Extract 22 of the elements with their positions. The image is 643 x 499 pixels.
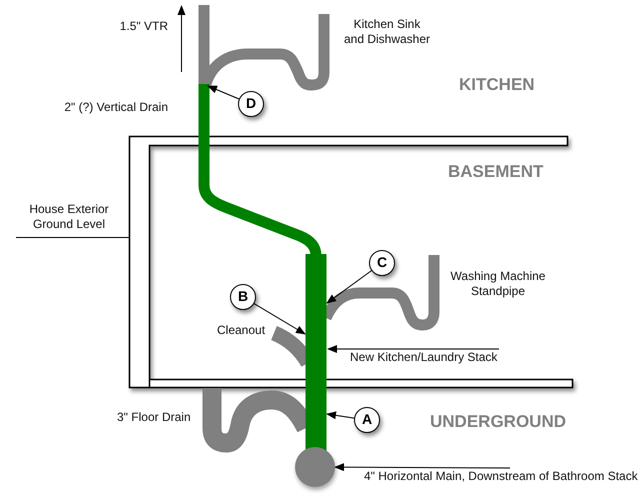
room-heading: UNDERGROUND: [430, 412, 566, 432]
leader-arrow: [207, 86, 240, 100]
ground-level-label: House Exterior Ground Level: [28, 202, 110, 232]
leader-arrow: [254, 303, 306, 334]
room-heading: BASEMENT: [448, 162, 544, 182]
room-heading: KITCHEN: [459, 75, 535, 95]
floor-drain-label: 3" Floor Drain: [117, 410, 191, 425]
callout-letter: C: [369, 250, 395, 276]
fixture-label: Washing Machine Standpipe: [450, 269, 546, 299]
drain-stack: [198, 84, 326, 452]
leader-arrow: [326, 411, 355, 420]
fixture-label: Kitchen Sink and Dishwasher: [342, 17, 432, 47]
drain-label: 2" (?) Vertical Drain: [64, 100, 168, 115]
callout-letter: A: [354, 407, 380, 433]
vent-label: 1.5" VTR: [120, 19, 168, 34]
main-pipe-section: [295, 447, 335, 487]
leader-arrow: [334, 463, 510, 472]
leader-arrow: [326, 270, 372, 304]
main-pipe-label: 4" Horizontal Main, Downstream of Bathroom Stack: [364, 469, 638, 484]
stack-label: New Kitchen/Laundry Stack: [350, 350, 498, 365]
cleanout-label: Cleanout: [217, 323, 266, 338]
leader-arrow: [327, 345, 500, 353]
